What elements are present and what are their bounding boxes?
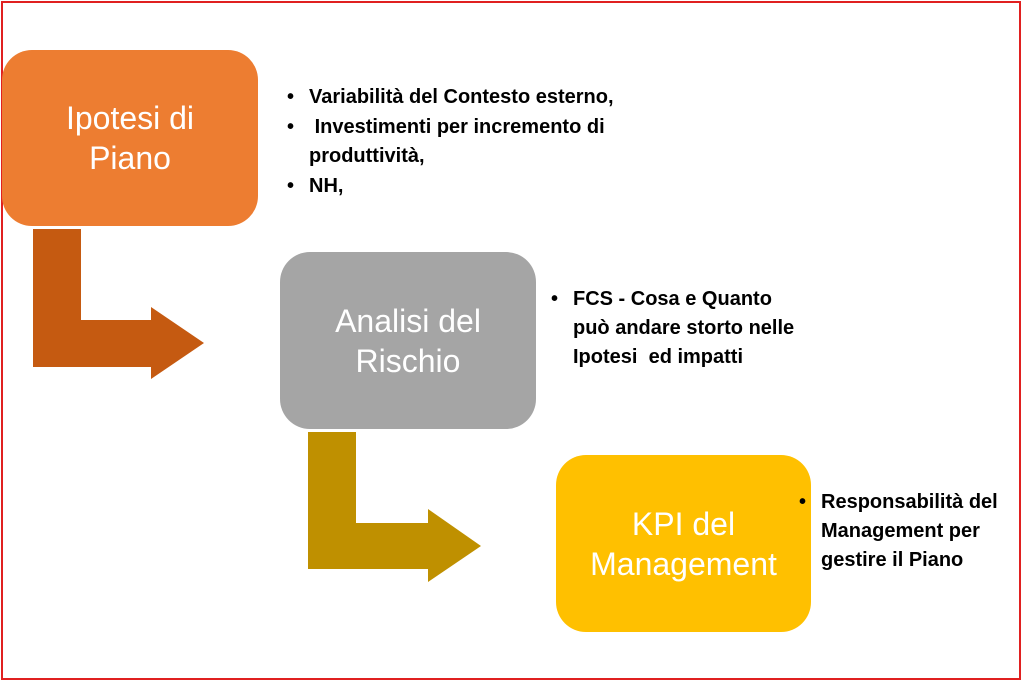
- bullet-item: Responsabilità del Management per gestir…: [799, 488, 1006, 575]
- kpi-del-management-box: KPI del Management: [556, 455, 811, 632]
- ipotesi-di-piano-label: Ipotesi di Piano: [65, 100, 195, 176]
- bent-arrow-1: [33, 229, 204, 379]
- analisi-del-rischio-label: Analisi del Rischio: [335, 302, 481, 379]
- bullet-item: Variabilità del Contesto esterno,: [287, 83, 707, 112]
- bullet-item: Investimenti per incremento di produttiv…: [287, 113, 669, 171]
- kpi-bullet-list: Responsabilità del Management per gestir…: [799, 488, 1014, 575]
- analisi-del-rischio-box: Analisi del Rischio: [280, 252, 536, 429]
- ipotesi-di-piano-box: Ipotesi di Piano: [2, 50, 258, 226]
- bullet-item: FCS - Cosa e Quanto può andare storto ne…: [551, 285, 798, 372]
- rischio-bullet-list: FCS - Cosa e Quanto può andare storto ne…: [551, 285, 821, 372]
- bullet-item: NH,: [287, 172, 707, 201]
- kpi-del-management-label: KPI del Management: [590, 505, 777, 582]
- bent-arrow-2: [308, 432, 481, 582]
- ipotesi-bullet-list: Variabilità del Contesto esterno, Invest…: [287, 83, 707, 202]
